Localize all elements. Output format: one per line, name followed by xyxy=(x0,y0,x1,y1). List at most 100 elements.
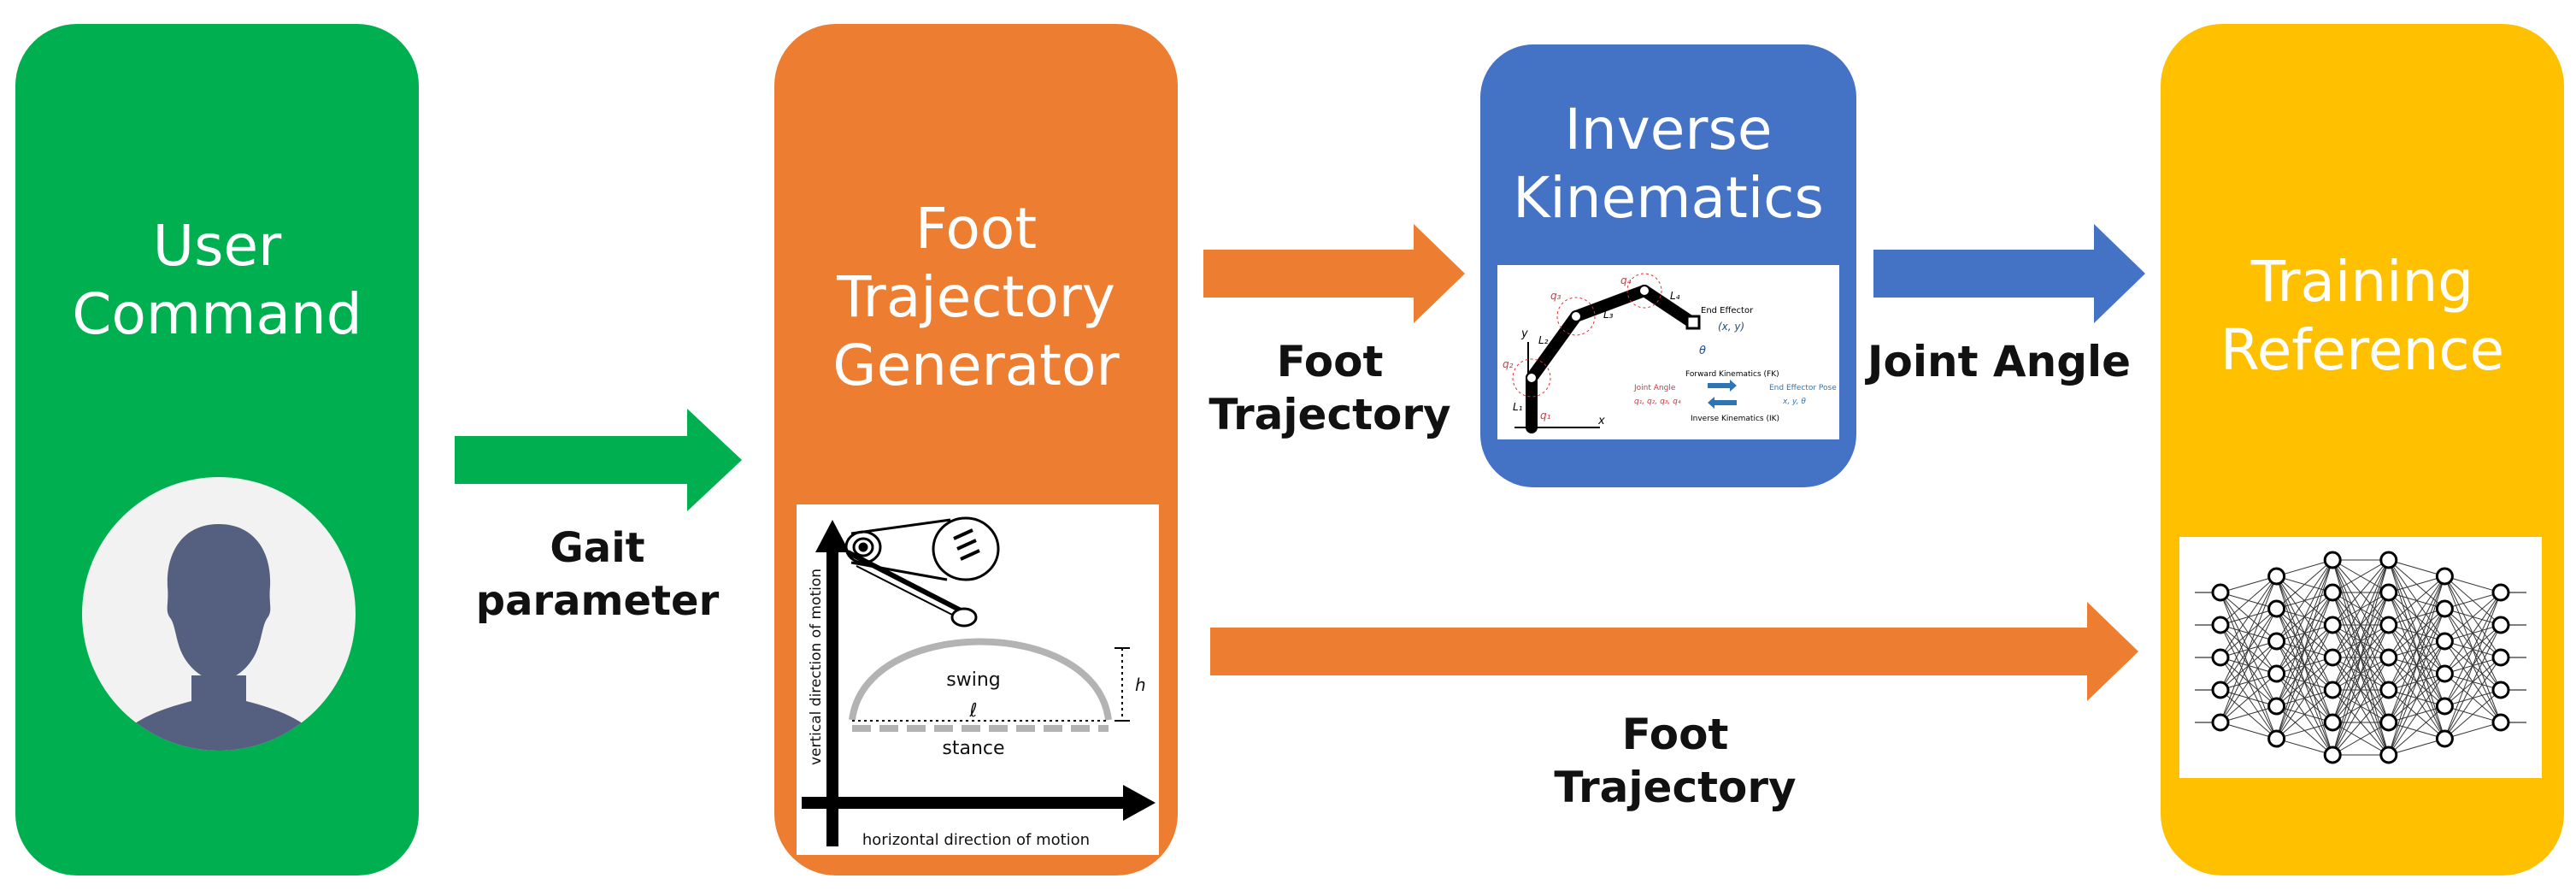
svg-text:q₁: q₁ xyxy=(1540,410,1551,421)
nn-node xyxy=(2491,713,2510,732)
nn-node xyxy=(2379,583,2398,602)
svg-text:(x, y): (x, y) xyxy=(1718,321,1744,333)
nn-edge xyxy=(2388,673,2445,756)
nn-edge xyxy=(2332,559,2390,691)
nn-node xyxy=(2267,697,2286,716)
nn-edge xyxy=(2332,559,2390,658)
nn-node xyxy=(2379,648,2398,667)
nn-node xyxy=(2211,648,2230,667)
nn-node xyxy=(2435,697,2454,716)
nn-edge xyxy=(2444,657,2502,740)
nn-edge xyxy=(2276,559,2333,675)
nn-node xyxy=(2323,746,2342,764)
nn-edge xyxy=(2276,738,2333,756)
svg-text:q₁, q₂, q₃, q₄: q₁, q₂, q₃, q₄ xyxy=(1634,398,1681,406)
nn-edge xyxy=(2220,673,2277,723)
nn-node xyxy=(2323,616,2342,634)
nn-node xyxy=(2435,729,2454,748)
swing-arc xyxy=(849,638,1112,721)
svg-text:x, y, θ: x, y, θ xyxy=(1782,398,1806,406)
nn-edge xyxy=(2332,559,2390,593)
nn-edge xyxy=(2276,559,2333,740)
foot-trajectory-top-arrow xyxy=(1203,224,1465,323)
user-command-title: User Command xyxy=(72,213,362,347)
nn-edge xyxy=(2220,575,2277,593)
nn-edge xyxy=(2444,722,2502,740)
training-reference-box: Training Reference xyxy=(2161,24,2564,875)
svg-text:x: x xyxy=(1597,415,1605,427)
nn-edge xyxy=(2332,657,2390,756)
nn-edge xyxy=(2276,559,2333,707)
nn-node xyxy=(2435,567,2454,586)
nn-edge xyxy=(2276,559,2333,577)
gait-parameter-arrow xyxy=(455,409,742,511)
nn-node xyxy=(2267,729,2286,748)
vertical-axis-label: vertical direction of motion xyxy=(808,569,825,765)
svg-text:Forward Kinematics (FK): Forward Kinematics (FK) xyxy=(1685,370,1779,379)
user-command-box: User Command xyxy=(15,24,419,875)
nn-node xyxy=(2491,648,2510,667)
nn-edge xyxy=(2276,657,2333,740)
svg-text:y: y xyxy=(1520,327,1528,340)
nn-edge xyxy=(2276,559,2333,610)
neural-network-figure xyxy=(2179,537,2542,778)
nn-node xyxy=(2435,599,2454,618)
nn-edge xyxy=(2332,624,2390,756)
nn-edge xyxy=(2220,722,2277,740)
robot-arm xyxy=(1526,285,1697,433)
gait-parameter-label: Gait parameter xyxy=(475,524,720,625)
foot-trajectory-bottom-arrow xyxy=(1210,602,2138,701)
fk-arrow-icon xyxy=(1708,380,1737,392)
nn-node xyxy=(2379,551,2398,569)
leg-mechanism xyxy=(844,516,1000,628)
nn-edge xyxy=(2444,592,2502,707)
nn-node xyxy=(2379,713,2398,732)
nn-edge xyxy=(2388,575,2445,593)
nn-edge xyxy=(2220,575,2278,691)
nn-edge xyxy=(2276,624,2333,740)
nn-node xyxy=(2491,583,2510,602)
nn-edge xyxy=(2444,592,2502,675)
nn-node xyxy=(2267,567,2286,586)
nn-node xyxy=(2211,681,2230,699)
nn-edge xyxy=(2220,705,2277,723)
nn-edge xyxy=(2444,592,2502,610)
training-reference-title: Training Reference xyxy=(2220,249,2505,383)
nn-node xyxy=(2323,713,2342,732)
nn-edge xyxy=(2276,559,2333,642)
ik-figure: y x q₁ q₂ q₃ q₄ L₁ L₂ xyxy=(1497,265,1839,439)
nn-node xyxy=(2323,648,2342,667)
nn-edge xyxy=(2388,575,2445,723)
nn-edge xyxy=(2220,640,2278,723)
foot-trajectory-top-label: Foot Trajectory xyxy=(1209,337,1451,439)
nn-edge xyxy=(2444,624,2502,740)
nn-node xyxy=(2211,583,2230,602)
nn-edge xyxy=(2388,559,2445,577)
swing-label: swing xyxy=(946,669,1000,691)
nn-edge xyxy=(2220,575,2278,723)
nn-node xyxy=(2323,551,2342,569)
nn-edge xyxy=(2220,575,2277,626)
nn-edge xyxy=(2332,722,2390,756)
nn-edge xyxy=(2444,575,2502,593)
step-length-label: ℓ xyxy=(968,700,977,722)
foot-trajectory-generator-title: Foot Trajectory Generator xyxy=(832,196,1120,398)
foot-trajectory-figure: vertical direction of motion horizontal … xyxy=(797,504,1159,855)
svg-text:q₃: q₃ xyxy=(1550,290,1561,302)
inverse-kinematics-box: Inverse Kinematics y x xyxy=(1480,44,1856,487)
svg-text:Inverse Kinematics (IK): Inverse Kinematics (IK) xyxy=(1691,415,1779,423)
foot-trajectory-bottom-label: Foot Trajectory xyxy=(1554,710,1797,812)
nn-edge xyxy=(2276,722,2333,740)
svg-text:L₁: L₁ xyxy=(1513,401,1523,413)
nn-edge xyxy=(2276,689,2333,740)
trajectory-axes xyxy=(802,520,1156,846)
nn-edge xyxy=(2388,738,2445,756)
nn-node xyxy=(2211,616,2230,634)
nn-edge xyxy=(2388,640,2445,756)
nn-node xyxy=(2379,681,2398,699)
joint-angle-label: Joint Angle xyxy=(1867,337,2132,386)
nn-edge xyxy=(2388,575,2445,658)
stance-label: stance xyxy=(942,738,1004,759)
svg-text:q₄: q₄ xyxy=(1620,274,1632,286)
nn-edge xyxy=(2388,608,2445,756)
